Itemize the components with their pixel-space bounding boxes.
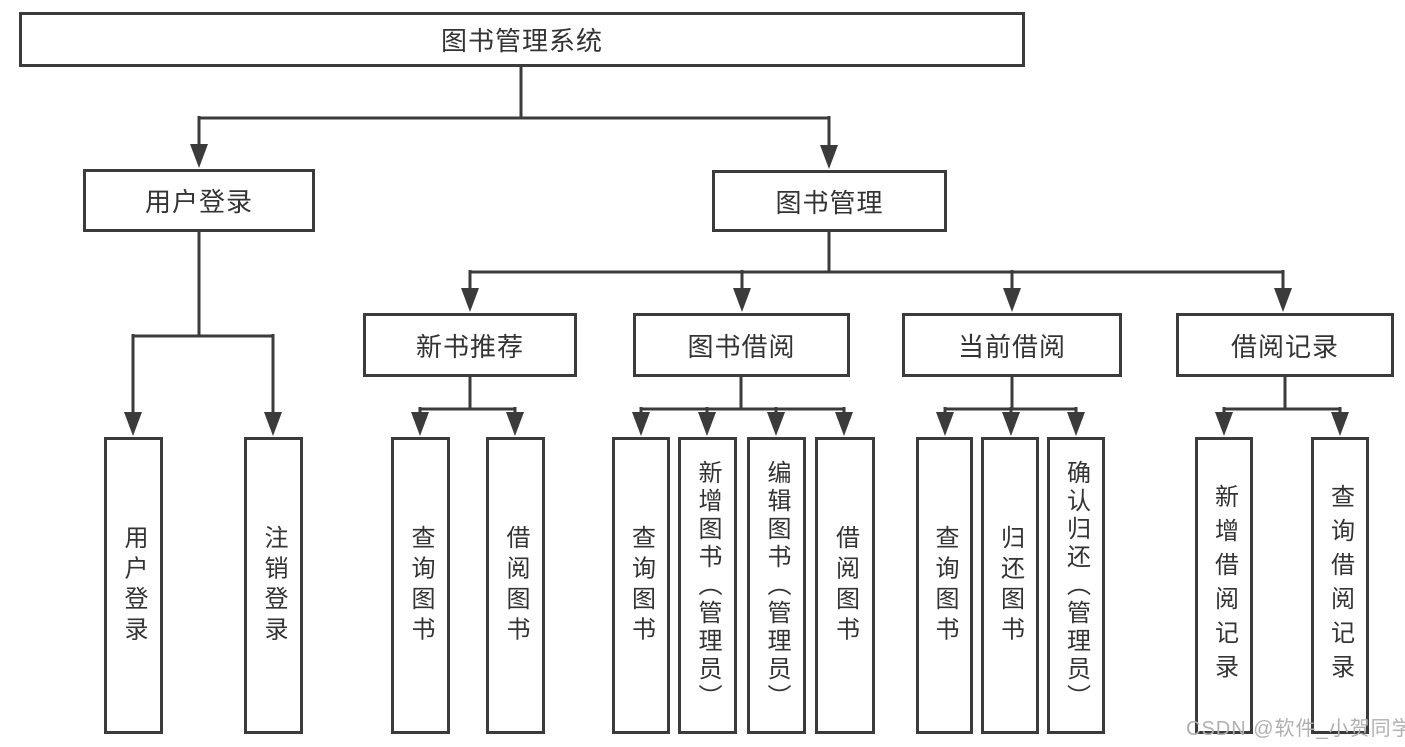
leaf-newbook-query-books: 查询图书 (391, 437, 450, 734)
node-book-management: 图书管理 (712, 170, 947, 232)
leaf-current-confirm-return-admin: 确认归还（管理员） (1047, 437, 1105, 734)
watermark: CSDN @软件_小贺同学 (1186, 718, 1405, 740)
leaf-newbook-borrow-books: 借阅图书 (486, 437, 545, 734)
leaf-borrow-query-books: 查询图书 (612, 437, 670, 734)
leaf-record-query-borrow-record: 查询借阅记录 (1311, 437, 1369, 734)
node-borrow-record: 借阅记录 (1176, 313, 1394, 377)
leaf-borrow-borrow-books: 借阅图书 (815, 437, 875, 734)
leaf-user-login: 用户登录 (104, 437, 163, 734)
leaf-borrow-add-books-admin: 新增图书（管理员） (678, 437, 737, 734)
leaf-logout: 注销登录 (244, 437, 303, 734)
leaf-record-add-borrow-record: 新增借阅记录 (1195, 437, 1253, 734)
node-user-login: 用户登录 (83, 169, 315, 232)
node-current-borrow: 当前借阅 (902, 313, 1122, 377)
leaf-borrow-edit-books-admin: 编辑图书（管理员） (747, 437, 806, 734)
leaf-current-return-books: 归还图书 (981, 437, 1039, 734)
node-book-borrow: 图书借阅 (633, 313, 850, 377)
node-root-library-system: 图书管理系统 (19, 12, 1025, 67)
node-new-book-recommend: 新书推荐 (363, 313, 577, 377)
leaf-current-query-books: 查询图书 (916, 437, 973, 734)
